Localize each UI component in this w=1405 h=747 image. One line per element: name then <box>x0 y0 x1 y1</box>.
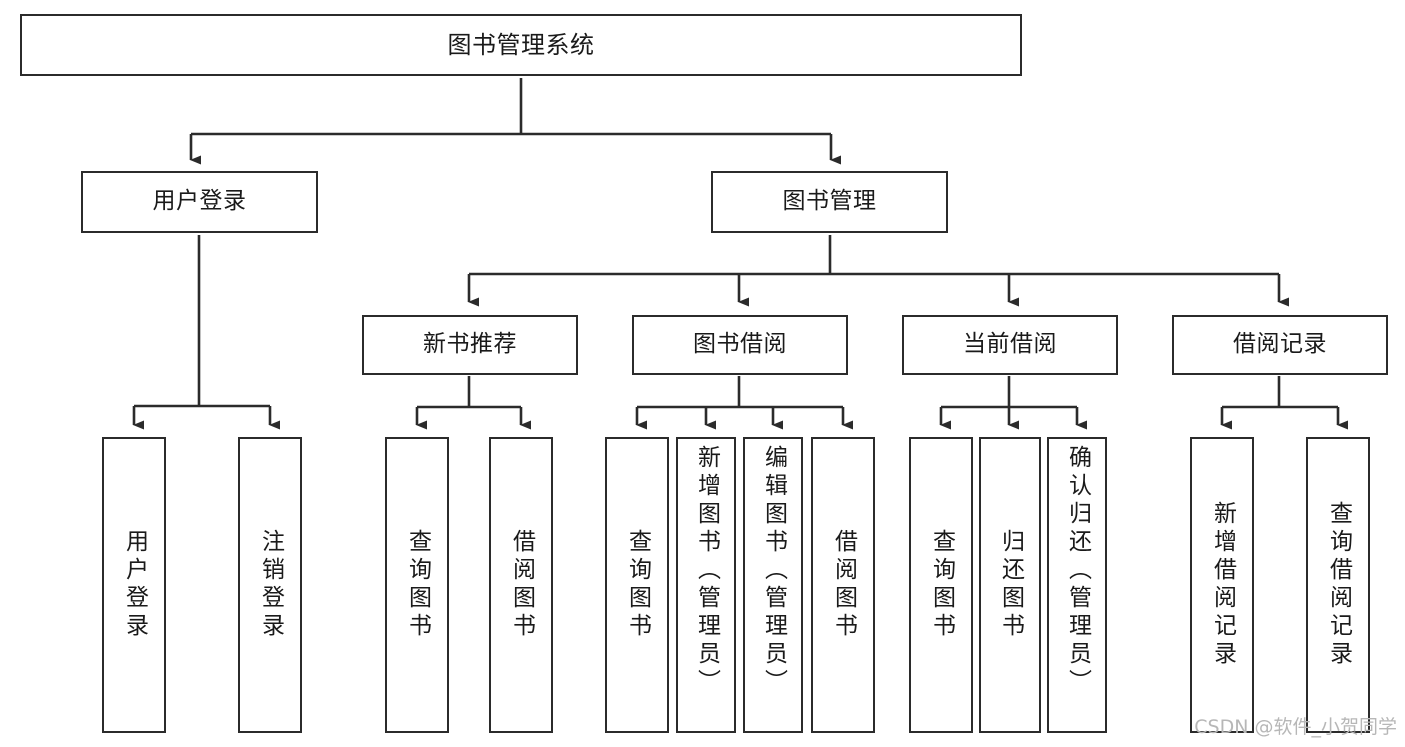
node-leaf-confirm-return-admin[interactable]: 确认归还（管理员） <box>1047 437 1107 733</box>
node-label: 新书推荐 <box>423 331 517 358</box>
node-label: 确认归还（管理员） <box>1064 445 1091 697</box>
node-label: 查询图书 <box>928 529 955 641</box>
node-label: 查询图书 <box>404 529 431 641</box>
node-label: 新增图书（管理员） <box>693 445 720 697</box>
node-label: 用户登录 <box>152 188 247 215</box>
node-label: 图书借阅 <box>693 331 787 358</box>
node-label: 注销登录 <box>257 529 284 641</box>
node-label: 借阅图书 <box>830 529 857 641</box>
node-book-borrow[interactable]: 图书借阅 <box>632 315 848 375</box>
node-leaf-user-login[interactable]: 用户登录 <box>102 437 166 733</box>
node-label: 图书管理系统 <box>447 30 595 59</box>
node-label: 查询图书 <box>624 529 651 641</box>
node-leaf-query-book-current[interactable]: 查询图书 <box>909 437 973 733</box>
node-leaf-borrow-book-recommend[interactable]: 借阅图书 <box>489 437 553 733</box>
node-label: 查询借阅记录 <box>1325 501 1352 669</box>
node-current-borrow[interactable]: 当前借阅 <box>902 315 1118 375</box>
node-label: 当前借阅 <box>963 331 1057 358</box>
node-label: 归还图书 <box>997 529 1024 641</box>
node-leaf-borrow-book[interactable]: 借阅图书 <box>811 437 875 733</box>
node-label: 编辑图书（管理员） <box>760 445 787 697</box>
node-label: 借阅记录 <box>1233 331 1327 358</box>
node-leaf-query-book-borrow[interactable]: 查询图书 <box>605 437 669 733</box>
node-leaf-add-book-admin[interactable]: 新增图书（管理员） <box>676 437 736 733</box>
node-leaf-query-borrow-record[interactable]: 查询借阅记录 <box>1306 437 1370 733</box>
node-label: 借阅图书 <box>508 529 535 641</box>
node-leaf-add-borrow-record[interactable]: 新增借阅记录 <box>1190 437 1254 733</box>
node-borrow-record[interactable]: 借阅记录 <box>1172 315 1388 375</box>
node-leaf-query-book-recommend[interactable]: 查询图书 <box>385 437 449 733</box>
node-label: 用户登录 <box>121 529 148 641</box>
node-leaf-edit-book-admin[interactable]: 编辑图书（管理员） <box>743 437 803 733</box>
node-user-login[interactable]: 用户登录 <box>81 171 318 233</box>
node-new-book-recommend[interactable]: 新书推荐 <box>362 315 578 375</box>
node-root-book-management-system[interactable]: 图书管理系统 <box>20 14 1022 76</box>
node-leaf-return-book[interactable]: 归还图书 <box>979 437 1041 733</box>
node-label: 新增借阅记录 <box>1209 501 1236 669</box>
csdn-watermark: CSDN @软件_小贺同学 <box>1194 716 1397 738</box>
node-label: 图书管理 <box>782 188 877 215</box>
node-leaf-logout[interactable]: 注销登录 <box>238 437 302 733</box>
node-book-management[interactable]: 图书管理 <box>711 171 948 233</box>
